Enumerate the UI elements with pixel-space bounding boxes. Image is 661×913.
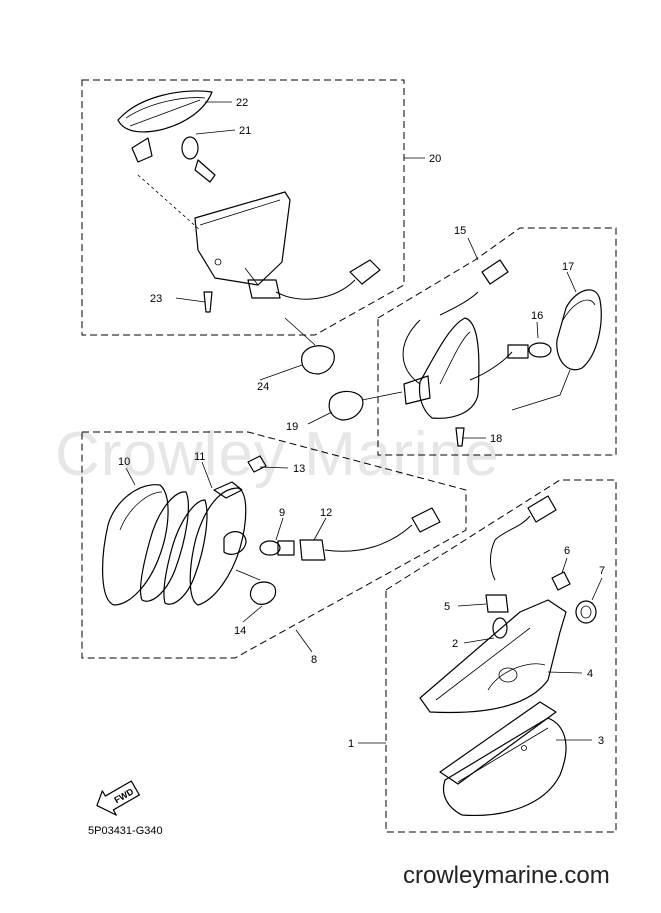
callout-23: 23 bbox=[150, 293, 162, 305]
callout-1: 1 bbox=[348, 738, 354, 750]
grommet-24 bbox=[301, 345, 335, 375]
callout-8: 8 bbox=[311, 654, 317, 666]
site-url: crowleymarine.com bbox=[403, 862, 610, 889]
diagram-code: 5P03431-G340 bbox=[88, 825, 163, 837]
callout-12: 12 bbox=[320, 507, 332, 519]
callout-16: 16 bbox=[531, 310, 543, 322]
callout-10: 10 bbox=[118, 456, 130, 468]
callout-22: 22 bbox=[236, 97, 248, 109]
callout-5: 5 bbox=[444, 601, 450, 613]
callout-3: 3 bbox=[598, 735, 604, 747]
callout-14: 14 bbox=[234, 625, 246, 637]
callout-17: 17 bbox=[562, 261, 574, 273]
grommet-19 bbox=[328, 390, 364, 421]
group-8-flasher-assembly bbox=[81, 431, 467, 659]
callout-6: 6 bbox=[564, 545, 570, 557]
callout-19: 19 bbox=[286, 421, 298, 433]
callout-24: 24 bbox=[257, 381, 269, 393]
fwd-label: FWD bbox=[113, 786, 136, 805]
callout-13: 13 bbox=[293, 463, 305, 475]
callout-18: 18 bbox=[490, 433, 502, 445]
callout-9: 9 bbox=[279, 507, 285, 519]
group-20-rear-flasher-assembly bbox=[81, 79, 405, 336]
group-1-flasher-assembly bbox=[385, 479, 617, 833]
callout-7: 7 bbox=[599, 565, 605, 577]
callout-2: 2 bbox=[452, 638, 458, 650]
callout-11: 11 bbox=[194, 451, 205, 463]
fwd-arrow-icon: FWD bbox=[96, 780, 140, 816]
callout-20: 20 bbox=[429, 153, 441, 165]
callout-21: 21 bbox=[239, 125, 251, 137]
group-15-flasher-assembly bbox=[377, 227, 617, 456]
callout-4: 4 bbox=[587, 668, 593, 680]
callout-15: 15 bbox=[454, 225, 466, 237]
